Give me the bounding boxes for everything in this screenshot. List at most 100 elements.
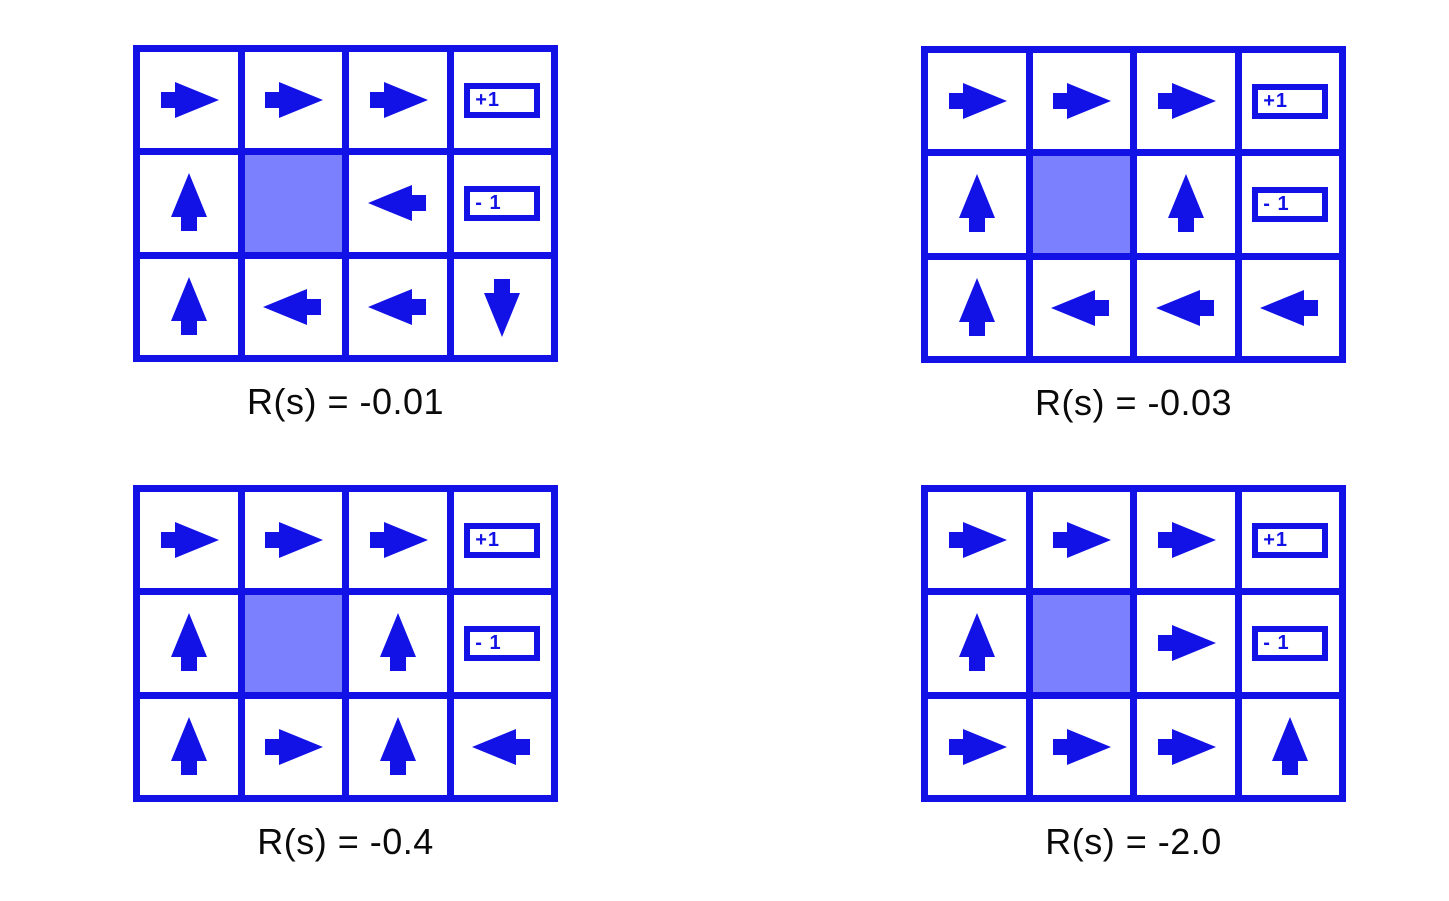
policy-panel-bottom-left: +1 - 1 R(s) = -0.4 (133, 485, 558, 863)
right-arrow-icon (265, 728, 324, 765)
up-arrow-icon (170, 716, 207, 775)
terminal-negative: - 1 (1252, 625, 1329, 661)
grid-cell-r3c2 (1032, 259, 1130, 356)
up-arrow-icon (958, 277, 995, 336)
grid-cell-r2c4: - 1 (453, 595, 551, 692)
panel-caption: R(s) = -0.03 (1034, 382, 1233, 423)
up-arrow-icon (958, 613, 995, 672)
policy-panel-bottom-right: +1 - 1 R(s) = -2.0 (921, 485, 1346, 863)
terminal-negative: - 1 (464, 625, 541, 661)
grid-cell-r1c3 (1137, 53, 1235, 150)
grid-cell-r2c4: - 1 (1241, 156, 1339, 253)
grid-cell-r2c2 (244, 155, 342, 252)
left-arrow-icon (263, 288, 322, 325)
grid-cell-r3c3 (349, 698, 447, 795)
grid-cell-r3c4 (1241, 698, 1339, 795)
left-arrow-icon (472, 728, 531, 765)
grid-cell-r1c1 (928, 492, 1026, 589)
policy-grid: +1 - 1 (921, 485, 1346, 802)
terminal-negative: - 1 (1252, 186, 1329, 222)
policy-panel-top-left: +1 - 1 R(s) = -0.01 (133, 45, 558, 423)
grid-cell-r3c4 (453, 258, 551, 355)
down-arrow-icon (484, 278, 521, 337)
policy-grid: +1 - 1 (921, 46, 1346, 363)
grid-cell-r2c3 (1137, 156, 1235, 253)
right-arrow-icon (369, 522, 428, 559)
up-arrow-icon (170, 613, 207, 672)
right-arrow-icon (265, 82, 324, 119)
up-arrow-icon (1167, 174, 1204, 233)
right-arrow-icon (1157, 728, 1216, 765)
grid-cell-r1c3 (349, 52, 447, 149)
grid-cell-r1c2 (244, 492, 342, 589)
right-arrow-icon (948, 728, 1007, 765)
panel-caption: R(s) = -2.0 (1045, 821, 1222, 862)
right-arrow-icon (948, 522, 1007, 559)
grid-cell-r2c1 (140, 595, 238, 692)
terminal-negative-label: - 1 (475, 632, 502, 655)
grid-cell-r2c1 (928, 595, 1026, 692)
right-arrow-icon (1053, 728, 1112, 765)
right-arrow-icon (265, 522, 324, 559)
right-arrow-icon (160, 82, 219, 119)
grid-cell-r3c1 (140, 698, 238, 795)
right-arrow-icon (1053, 522, 1112, 559)
grid-cell-r1c1 (140, 492, 238, 589)
terminal-negative-label: - 1 (1263, 193, 1290, 216)
terminal-positive-label: +1 (1263, 90, 1289, 113)
grid-cell-r2c3 (1137, 595, 1235, 692)
grid-cell-r1c4: +1 (1241, 492, 1339, 589)
grid-cell-r3c4 (1241, 259, 1339, 356)
grid-cell-r2c1 (928, 156, 1026, 253)
grid-cell-r3c1 (140, 258, 238, 355)
up-arrow-icon (379, 613, 416, 672)
grid-cell-r2c2 (1032, 595, 1130, 692)
right-arrow-icon (1053, 83, 1112, 120)
right-arrow-icon (1157, 522, 1216, 559)
grid-cell-r3c2 (244, 698, 342, 795)
grid-cell-r3c2 (1032, 698, 1130, 795)
up-arrow-icon (379, 716, 416, 775)
policy-panel-top-right: +1 - 1 R(s) = -0.03 (921, 46, 1346, 424)
right-arrow-icon (160, 522, 219, 559)
terminal-positive-label: +1 (1263, 529, 1289, 552)
grid-cell-r2c4: - 1 (1241, 595, 1339, 692)
grid-cell-r2c3 (349, 155, 447, 252)
grid-cell-r3c2 (244, 258, 342, 355)
policy-grid: +1 - 1 (133, 485, 558, 802)
up-arrow-icon (958, 174, 995, 233)
left-arrow-icon (367, 185, 426, 222)
grid-cell-r2c4: - 1 (453, 155, 551, 252)
left-arrow-icon (1051, 289, 1110, 326)
left-arrow-icon (1155, 289, 1214, 326)
grid-cell-r2c2 (1032, 156, 1130, 253)
left-arrow-icon (1260, 289, 1319, 326)
grid-cell-r3c3 (349, 258, 447, 355)
grid-cell-r1c4: +1 (453, 52, 551, 149)
right-arrow-icon (1157, 625, 1216, 662)
right-arrow-icon (948, 83, 1007, 120)
grid-cell-r2c3 (349, 595, 447, 692)
terminal-negative-label: - 1 (1263, 632, 1290, 655)
panel-caption: R(s) = -0.01 (246, 381, 445, 422)
grid-cell-r1c3 (349, 492, 447, 589)
terminal-positive: +1 (464, 82, 541, 118)
grid-cell-r1c2 (1032, 53, 1130, 150)
terminal-positive: +1 (1252, 83, 1329, 119)
grid-cell-r1c2 (1032, 492, 1130, 589)
panel-caption: R(s) = -0.4 (257, 821, 434, 862)
grid-cell-r3c4 (453, 698, 551, 795)
policy-grid: +1 - 1 (133, 45, 558, 362)
terminal-positive: +1 (464, 522, 541, 558)
left-arrow-icon (367, 288, 426, 325)
grid-cell-r1c2 (244, 52, 342, 149)
up-arrow-icon (170, 173, 207, 232)
grid-cell-r2c1 (140, 155, 238, 252)
grid-cell-r1c4: +1 (1241, 53, 1339, 150)
grid-cell-r3c1 (928, 259, 1026, 356)
up-arrow-icon (170, 276, 207, 335)
terminal-positive-label: +1 (475, 89, 501, 112)
up-arrow-icon (1272, 716, 1309, 775)
terminal-positive-label: +1 (475, 529, 501, 552)
